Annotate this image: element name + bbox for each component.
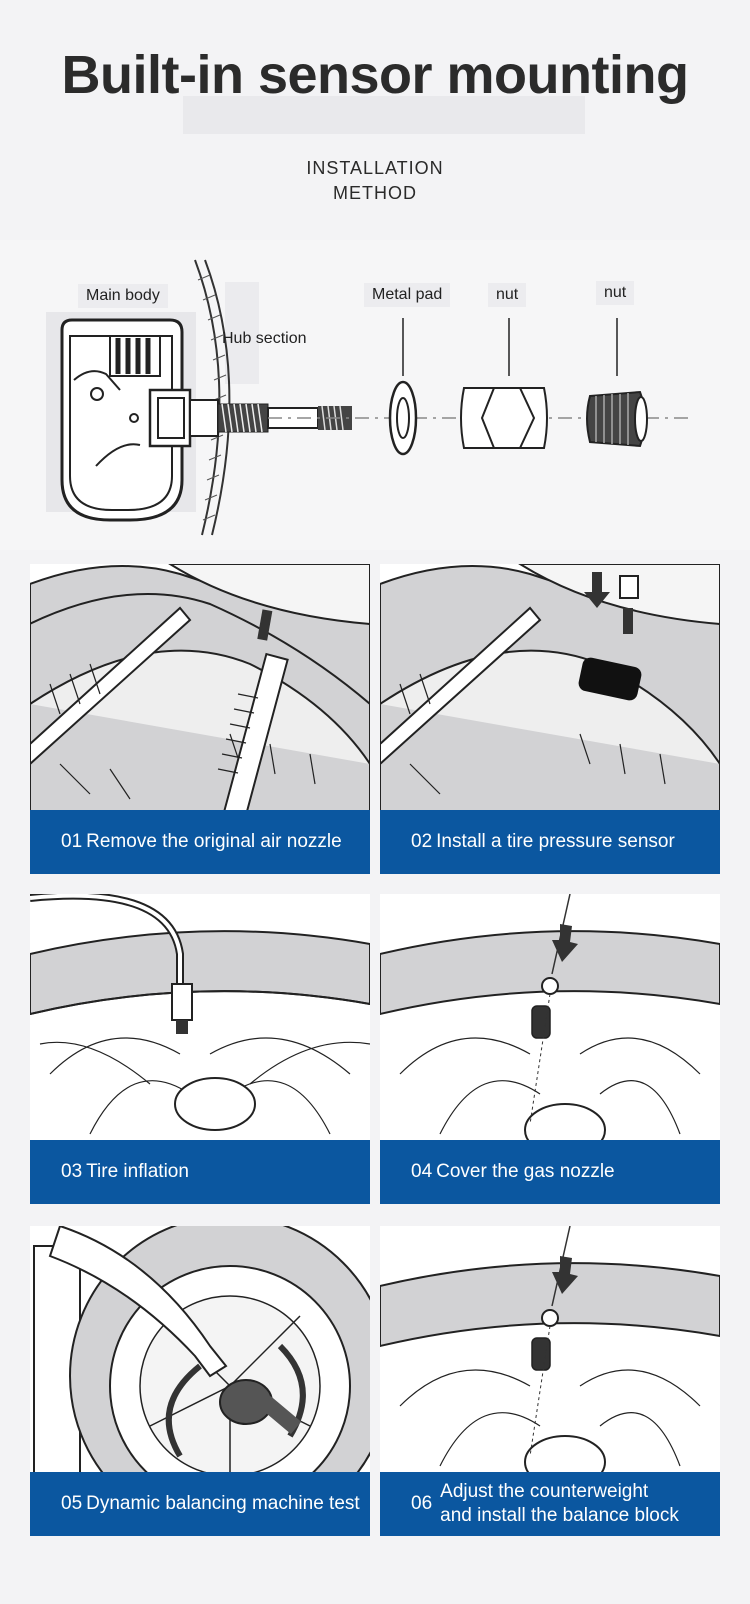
step-text-line-1: Adjust the counterweight [440,1481,649,1502]
step-02-illustration [380,564,720,815]
step-01-illustration [30,564,370,826]
step-card-04: 04 Cover the gas nozzle [380,894,720,1204]
label-nut-2: nut [596,281,635,305]
step-card-05: 05 Dynamic balancing machine test [30,1226,370,1536]
step-card-06: 06 Adjust the counterweight and install … [380,1226,720,1536]
step-caption-05: 05 Dynamic balancing machine test [30,1472,370,1536]
title-underlay [183,96,585,134]
step-04-illustration [380,894,720,1157]
label-hub-section: Hub section [222,330,307,347]
step-text: Tire inflation [86,1161,189,1182]
step-caption-01: 01 Remove the original air nozzle [30,810,370,874]
step-card-01: 01 Remove the original air nozzle [30,564,370,874]
sensor-diagram: Main body Hub section Metal pad nut nut [0,240,750,550]
step-number: 03 [61,1161,83,1182]
step-text: Dynamic balancing machine test [86,1493,360,1514]
step-text-line-2: and install the balance block [440,1505,679,1526]
step-number: 01 [61,831,83,852]
step-text: Cover the gas nozzle [436,1161,615,1182]
label-main-body: Main body [78,284,168,308]
step-caption-02: 02 Install a tire pressure sensor [380,810,720,874]
step-number: 02 [411,831,433,852]
label-metal-pad: Metal pad [364,283,451,307]
page-title: Built-in sensor mounting [61,45,689,105]
step-text: Adjust the counterweight and install the… [440,1480,679,1528]
label-nut-1: nut [488,283,527,307]
step-number: 06 [411,1493,433,1514]
subtitle-line-1: INSTALLATION [306,158,444,178]
step-number: 05 [61,1493,83,1514]
step-card-02: 02 Install a tire pressure sensor [380,564,720,874]
step-number: 04 [411,1161,433,1182]
step-05-illustration [33,1226,370,1536]
page-subtitle: INSTALLATION METHOD [0,156,750,206]
step-text: Remove the original air nozzle [86,831,342,852]
step-caption-03: 03 Tire inflation [30,1140,370,1204]
step-03-illustration [30,894,370,1135]
step-caption-06: 06 Adjust the counterweight and install … [380,1472,720,1536]
subtitle-line-2: METHOD [333,183,417,203]
step-caption-04: 04 Cover the gas nozzle [380,1140,720,1204]
step-card-03: 03 Tire inflation [30,894,370,1204]
step-text: Install a tire pressure sensor [436,831,675,852]
sensor-diagram-illustration [46,259,690,536]
